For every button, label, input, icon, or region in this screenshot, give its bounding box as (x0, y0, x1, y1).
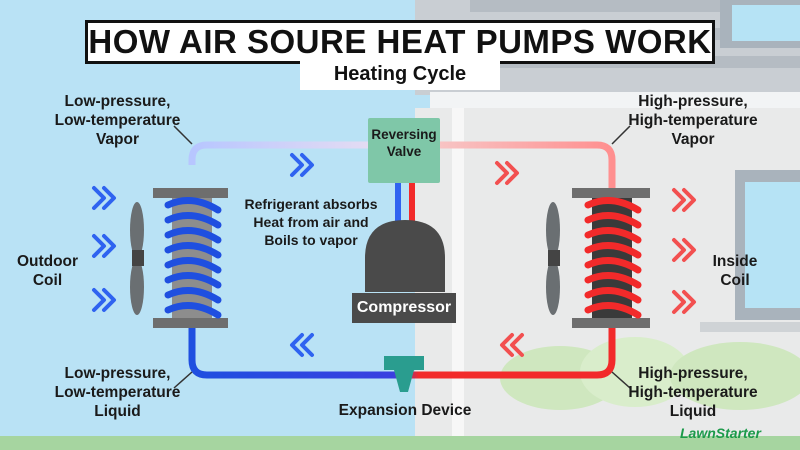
outdoor-coil (164, 197, 222, 319)
page-subtitle: Heating Cycle (333, 62, 467, 85)
pointer-line (173, 371, 193, 389)
pointer-line (611, 371, 631, 389)
label-absorb-note: Refrigerant absorbs Heat from air and Bo… (244, 196, 378, 248)
arrow-icon (92, 234, 116, 258)
inside-coil (584, 197, 642, 319)
arrow-icon (290, 153, 314, 177)
arrow-icon (672, 238, 696, 262)
arrow-icon (495, 161, 519, 185)
label-outdoor-coil: Outdoor Coil (16, 253, 79, 289)
label-high-pressure-liquid: High-pressure, High-temperature Liquid (628, 365, 758, 420)
label-low-pressure-vapor: Low-pressure, Low-temperature Vapor (54, 93, 181, 148)
compressor (365, 220, 445, 292)
pointer-line (611, 125, 631, 145)
arrow-icon (92, 288, 116, 312)
label-high-pressure-vapor: High-pressure, High-temperature Vapor (628, 93, 758, 148)
subtitle-banner: Heating Cycle (300, 58, 500, 90)
arrow-icon (672, 290, 696, 314)
brand-logo: LawnStarter (680, 425, 761, 441)
title-banner: HOW AIR SOURE HEAT PUMPS WORK (85, 20, 715, 64)
label-inside-coil: Inside Coil (712, 253, 758, 289)
label-expansion-device: Expansion Device (338, 402, 472, 419)
label-low-pressure-liquid: Low-pressure, Low-temperature Liquid (54, 365, 181, 420)
outdoor-fan-icon (130, 202, 144, 315)
page-title: HOW AIR SOURE HEAT PUMPS WORK (88, 23, 712, 60)
inside-coil-unit (572, 188, 650, 328)
outdoor-airflow-arrows (92, 153, 314, 357)
pointer-line (173, 125, 193, 145)
arrow-icon (290, 333, 314, 357)
arrow-icon (92, 186, 116, 210)
inside-airflow-arrows (495, 161, 696, 357)
label-reversing-valve: Reversing Valve (371, 127, 437, 159)
inside-fan-icon (546, 202, 560, 315)
arrow-icon (500, 333, 524, 357)
outdoor-coil-unit (153, 188, 228, 328)
expansion-device (384, 356, 424, 392)
label-compressor: Compressor (352, 293, 456, 323)
ground (0, 436, 800, 450)
reversing-valve-box (368, 118, 440, 183)
arrow-icon (672, 188, 696, 212)
